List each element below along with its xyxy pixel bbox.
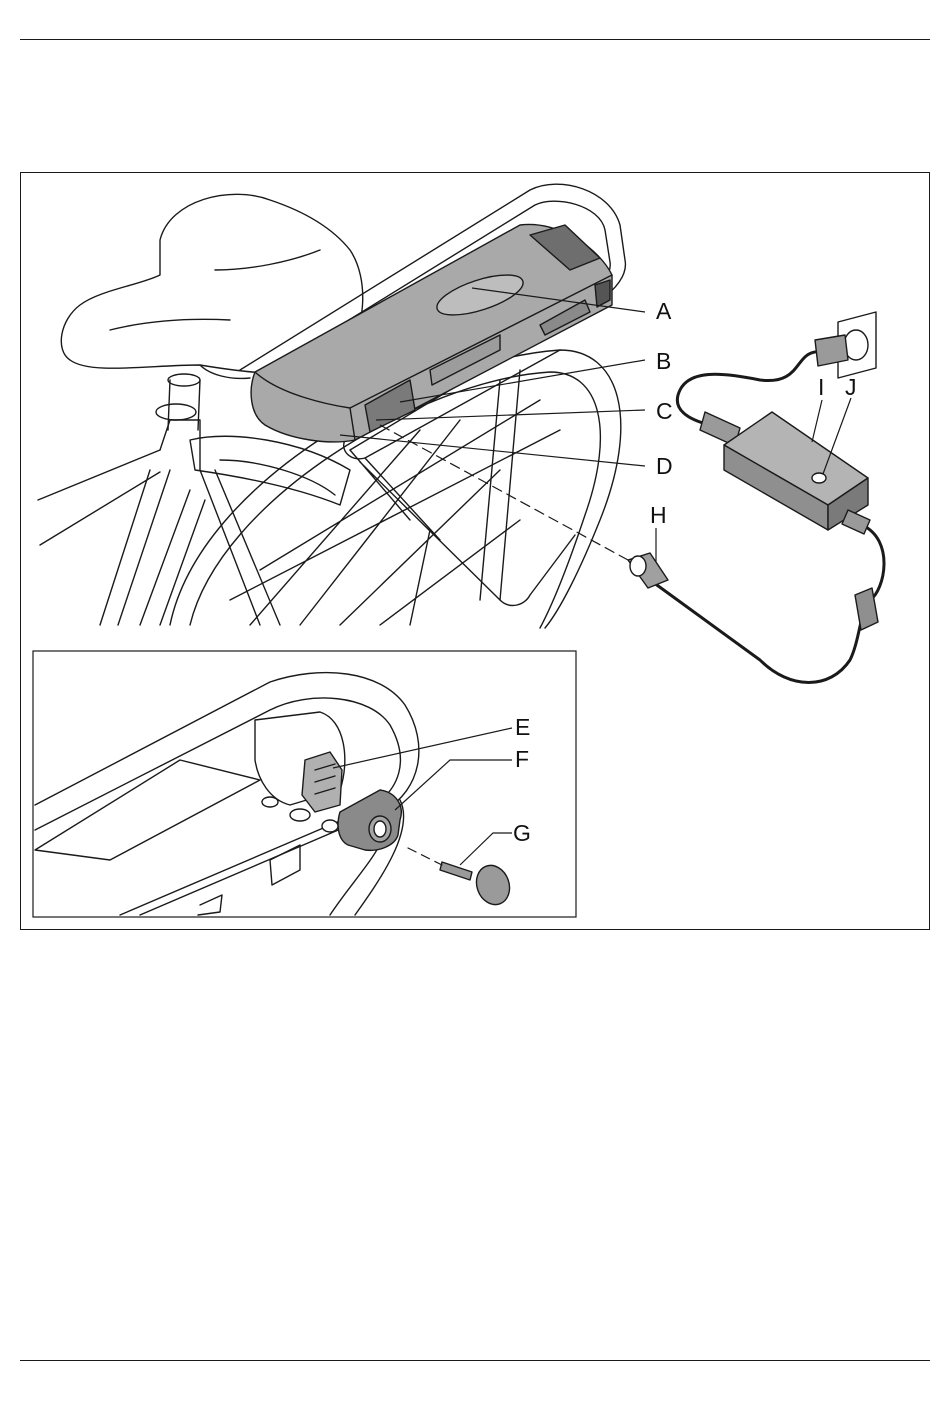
callout-b: B <box>656 348 671 374</box>
callout-e: E <box>515 714 530 740</box>
callout-i: I <box>818 374 824 400</box>
bike-frame <box>38 374 280 625</box>
battery-pack <box>251 224 612 441</box>
wall-socket <box>815 312 876 378</box>
main-view <box>38 184 884 682</box>
callout-j: J <box>845 374 857 400</box>
callout-c: C <box>656 398 673 424</box>
callout-a: A <box>656 298 672 324</box>
led-indicator <box>812 473 826 483</box>
callout-f: F <box>515 746 529 772</box>
insertion-path-main <box>380 425 628 560</box>
callout-d: D <box>656 453 673 479</box>
callout-g: G <box>513 820 531 846</box>
charger-output-plug <box>628 510 878 630</box>
callout-h: H <box>650 502 667 528</box>
